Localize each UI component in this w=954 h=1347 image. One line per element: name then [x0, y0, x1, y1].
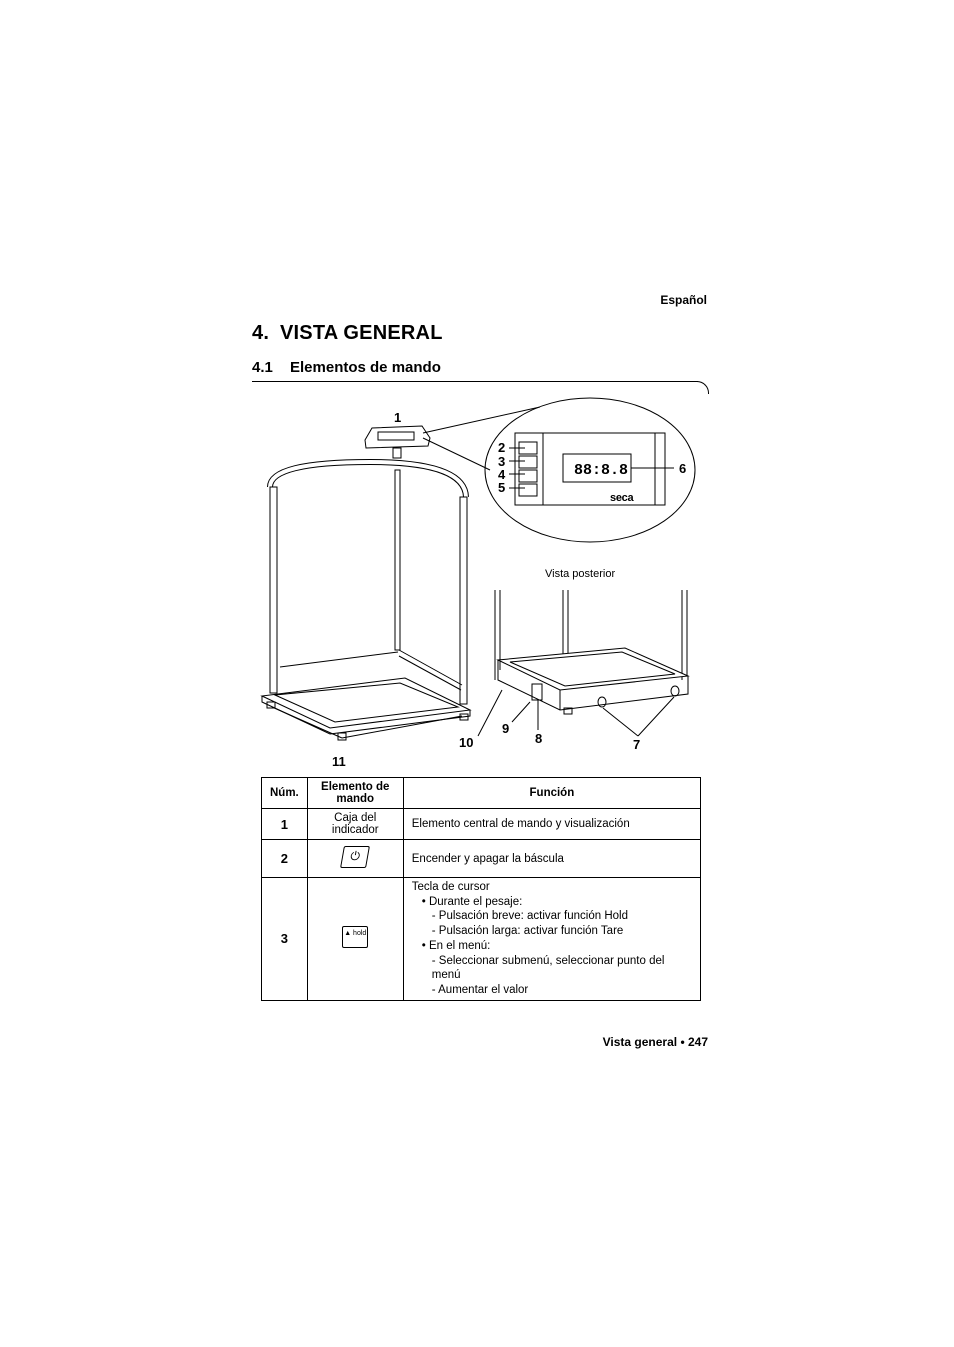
subsection-heading: 4.1 Elementos de mando: [252, 359, 441, 376]
controls-table: Núm. Elemento de mando Función 1 Caja de…: [261, 777, 702, 1001]
language-label: Español: [660, 293, 707, 307]
callout-9: 9: [502, 721, 509, 736]
brand-logo: seca: [610, 492, 634, 504]
subsection-number: 4.1: [252, 359, 273, 376]
callout-3: 3: [498, 454, 505, 469]
function-item: • Durante el pesaje:: [421, 895, 523, 908]
row-element: ⏻: [306, 839, 404, 878]
power-key-icon: ⏻: [340, 846, 371, 868]
callout-1: 1: [394, 410, 401, 425]
header-num: Núm.: [261, 777, 308, 809]
section-number: 4.: [252, 322, 270, 344]
row-num: 3: [261, 877, 308, 1001]
callout-2: 2: [498, 440, 505, 455]
callout-5: 5: [498, 480, 505, 495]
section-heading: 4. VISTA GENERAL: [252, 322, 443, 345]
function-item: - Pulsación larga: activar función Tare: [431, 925, 624, 938]
row-num: 2: [261, 839, 308, 878]
callout-10: 10: [459, 735, 473, 750]
subsection-title: Elementos de mando: [290, 359, 441, 376]
row-element: ▲ hold: [306, 877, 404, 1001]
cursor-key-icon: ▲ hold: [342, 926, 369, 949]
scale-illustration: [260, 397, 696, 741]
header-element: Elemento de mando: [306, 777, 404, 809]
row-element: Caja del indicador: [306, 808, 404, 840]
callout-6: 6: [679, 461, 686, 476]
callout-8: 8: [535, 731, 542, 746]
function-title: Tecla de cursor: [411, 881, 490, 893]
rear-view-caption: Vista posterior: [545, 568, 616, 580]
function-item: - Aumentar el valor: [431, 983, 529, 996]
table-row: 2 ⏻ Encender y apagar la báscula: [261, 839, 702, 878]
row-function: Elemento central de mando y visualizació…: [402, 808, 702, 840]
function-item: - Seleccionar submenú, seleccionar punto…: [431, 954, 665, 982]
function-item: - Pulsación breve: activar función Hold: [431, 910, 628, 923]
callout-11: 11: [332, 754, 346, 769]
row-num: 1: [261, 808, 308, 840]
callout-labels: 1 2 3 4 5 6 7 8 9 10 11 88:8.8: [332, 410, 686, 769]
heading-rule: [252, 381, 698, 382]
section-title: VISTA GENERAL: [280, 322, 443, 344]
table-row: 1 Caja del indicador Elemento central de…: [261, 808, 702, 840]
row-function: Tecla de cursor • Durante el pesaje: - P…: [402, 877, 702, 1001]
function-item: • En el menú:: [421, 939, 491, 952]
page-footer: Vista general • 247: [602, 1035, 708, 1049]
callout-4: 4: [498, 467, 506, 482]
header-function: Función: [402, 777, 702, 809]
callout-7: 7: [633, 737, 640, 752]
display-readout: 88:8.8: [574, 462, 628, 479]
table-header-row: Núm. Elemento de mando Función: [261, 777, 702, 809]
table-row: 3 ▲ hold Tecla de cursor • Durante el pe…: [261, 877, 702, 1001]
row-function: Encender y apagar la báscula: [402, 839, 702, 878]
